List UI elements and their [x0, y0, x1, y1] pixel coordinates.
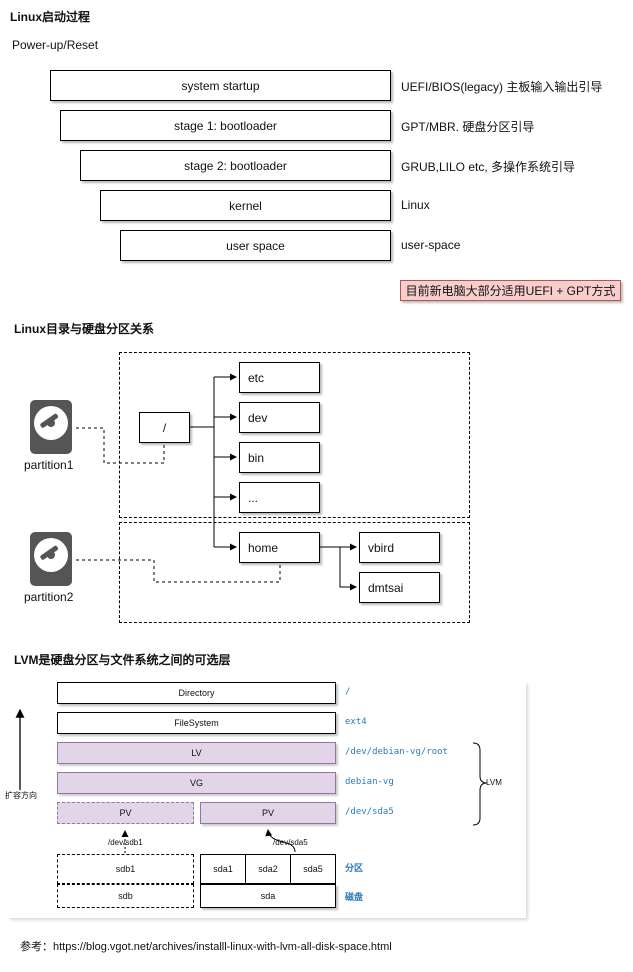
partition-sda2: sda2: [245, 854, 291, 884]
disk-sda: sda: [200, 884, 336, 908]
hard-disk-icon: [30, 400, 72, 454]
layer-pv-right: PV: [200, 802, 336, 824]
stage-user-space: user space: [120, 230, 391, 261]
vg-value: debian-vg: [345, 777, 394, 787]
stage-note-bootloader-1: GPT/MBR. 硬盘分区引导: [401, 120, 535, 134]
dir-dmtsai: dmtsai: [359, 572, 440, 603]
uefi-gpt-note: 目前新电脑大部分适用UEFI + GPT方式: [400, 280, 621, 301]
lv-value: /dev/debian-vg/root: [345, 747, 448, 757]
partition-sdb1: sdb1: [57, 854, 194, 884]
link-sda5-label: /dev/sda5: [273, 838, 308, 847]
link-sdb1-label: /dev/sdb1: [108, 838, 143, 847]
stage-note-startup: UEFI/BIOS(legacy) 主板输入输出引导: [401, 80, 603, 94]
layer-vg: VG: [57, 772, 336, 794]
stage-bootloader-2: stage 2: bootloader: [80, 150, 391, 181]
directory-value: /: [345, 687, 351, 697]
dir-root: /: [139, 412, 190, 443]
partition1-label: partition1: [24, 458, 74, 472]
layer-filesystem: FileSystem: [57, 712, 336, 734]
partition-sda5: sda5: [290, 854, 336, 884]
layer-lv: LV: [57, 742, 336, 764]
dirs-title: Linux目录与硬盘分区关系: [14, 322, 154, 336]
dir-dev: dev: [239, 402, 320, 433]
partition1-region: [119, 352, 470, 518]
reference-link[interactable]: 参考：https://blog.vgot.net/archives/instal…: [20, 941, 392, 953]
stage-note-kernel: Linux: [401, 198, 430, 212]
dir-vbird: vbird: [359, 532, 440, 563]
expand-direction-label: 扩容方向: [5, 791, 37, 800]
dir-bin: bin: [239, 442, 320, 473]
dir-etc: etc: [239, 362, 320, 393]
stage-system-startup: system startup: [50, 70, 391, 101]
stage-kernel: kernel: [100, 190, 391, 221]
stage-note-user-space: user-space: [401, 238, 461, 252]
stage-bootloader-1: stage 1: bootloader: [60, 110, 391, 141]
lvm-group-label: LVM: [486, 778, 502, 787]
disk-row-label: 磁盘: [345, 892, 364, 902]
stage-note-bootloader-2: GRUB,LILO etc, 多操作系统引导: [401, 160, 576, 174]
filesystem-value: ext4: [345, 717, 367, 727]
dir-more: ...: [239, 482, 320, 513]
power-label: Power-up/Reset: [12, 38, 99, 52]
dir-home: home: [239, 532, 320, 563]
partition-sda1: sda1: [200, 854, 246, 884]
partition-row-label: 分区: [345, 863, 364, 873]
hard-disk-icon: [30, 532, 72, 586]
partition2-label: partition2: [24, 590, 74, 604]
partition2-region: [119, 522, 470, 623]
lvm-title: LVM是硬盘分区与文件系统之间的可选层: [14, 653, 231, 667]
boot-title: Linux启动过程: [10, 10, 90, 24]
pv-value: /dev/sda5: [345, 807, 394, 817]
layer-directory: Directory: [57, 682, 336, 704]
layer-pv-left: PV: [57, 802, 194, 824]
disk-sdb: sdb: [57, 884, 194, 908]
